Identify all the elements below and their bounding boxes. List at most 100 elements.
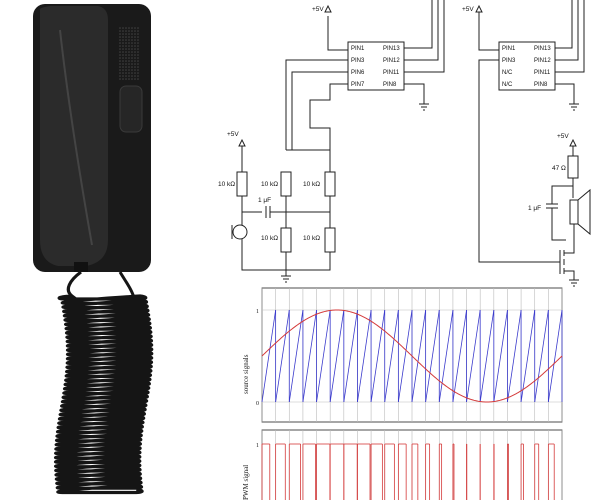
grille-dot <box>125 69 127 71</box>
grille-dot <box>125 63 127 65</box>
grille-dot <box>125 27 127 29</box>
hook-button <box>119 85 143 133</box>
grille-dot <box>134 54 136 56</box>
sawtooth-ramp <box>343 309 358 403</box>
sawtooth-ramp <box>302 309 317 403</box>
grille-dot <box>131 54 133 56</box>
grille-dot <box>131 63 133 65</box>
supply-label-left: +5V <box>227 131 239 138</box>
grille-dot <box>137 66 139 68</box>
grille-dot <box>137 27 139 29</box>
grille-dot <box>122 30 124 32</box>
grille-dot <box>131 45 133 47</box>
grille-dot <box>131 75 133 77</box>
speaker-icon <box>569 199 579 225</box>
left-chip <box>347 41 405 91</box>
grille-dot <box>137 57 139 59</box>
grille-dot <box>128 27 130 29</box>
grille-dot <box>134 78 136 80</box>
grille-dot <box>119 33 121 35</box>
grille-dot <box>134 33 136 35</box>
cord-lead <box>118 271 136 299</box>
grille-dot <box>119 42 121 44</box>
grille-dot <box>119 36 121 38</box>
y-axis-label: PWM signal <box>242 465 250 500</box>
grille-dot <box>125 42 127 44</box>
grille-dot <box>125 66 127 68</box>
grille-dot <box>125 57 127 59</box>
speaker-grille-icon <box>119 27 139 80</box>
grille-dot <box>134 30 136 32</box>
grille-dot <box>122 27 124 29</box>
grille-dot <box>122 42 124 44</box>
grille-dot <box>122 75 124 77</box>
grille-dot <box>125 33 127 35</box>
chip-pin-label: PIN11 <box>534 70 551 76</box>
grille-dot <box>137 78 139 80</box>
grille-dot <box>131 30 133 32</box>
resistor-47 <box>567 155 579 179</box>
y-tick-label: 1 <box>256 309 259 315</box>
resistor-value: 10 kΩ <box>303 235 320 242</box>
resistor-r2 <box>280 171 292 197</box>
grille-dot <box>131 39 133 41</box>
grille-dot <box>125 30 127 32</box>
grille-dot <box>128 69 130 71</box>
grille-dot <box>125 45 127 47</box>
sawtooth-ramp <box>425 309 440 403</box>
grille-dot <box>137 36 139 38</box>
grille-dot <box>125 78 127 80</box>
grille-dot <box>122 57 124 59</box>
grille-dot <box>131 48 133 50</box>
chip-pin-label: PIN1 <box>502 46 516 52</box>
right-chip <box>498 41 556 91</box>
chip-pin-label: PIN12 <box>534 58 551 64</box>
grille-dot <box>128 45 130 47</box>
grille-dot <box>134 51 136 53</box>
handset-highlight <box>59 29 93 246</box>
grille-dot <box>137 33 139 35</box>
chip-pin-label: PIN1 <box>351 46 365 52</box>
chip-pin-label: PIN8 <box>383 82 397 88</box>
grille-dot <box>137 75 139 77</box>
supply-label-right-top: +5V <box>462 6 474 13</box>
grille-dot <box>125 72 127 74</box>
chip-pin-label: N/C <box>502 82 513 88</box>
sawtooth-ramp <box>493 309 508 403</box>
grille-dot <box>125 75 127 77</box>
grille-dot <box>122 45 124 47</box>
grille-dot <box>119 48 121 50</box>
chip-pin-label: PIN6 <box>351 70 365 76</box>
grille-dot <box>122 63 124 65</box>
grille-dot <box>128 39 130 41</box>
grille-dot <box>128 78 130 80</box>
source-signals-chart: 1 0 source signals <box>242 287 563 423</box>
grille-dot <box>128 48 130 50</box>
grille-dot <box>125 48 127 50</box>
grille-dot <box>119 54 121 56</box>
grille-dot <box>119 60 121 62</box>
sawtooth-ramp <box>370 309 386 403</box>
grille-dot <box>134 60 136 62</box>
grille-dot <box>137 45 139 47</box>
resistor-value: 10 kΩ <box>218 181 235 188</box>
grille-dot <box>119 45 121 47</box>
sawtooth-ramp <box>438 309 454 403</box>
grille-dot <box>119 72 121 74</box>
grille-dot <box>137 39 139 41</box>
grille-dot <box>119 57 121 59</box>
grille-dot <box>128 54 130 56</box>
resistor-r1 <box>236 171 248 197</box>
grille-dot <box>131 33 133 35</box>
grille-dot <box>122 60 124 62</box>
sawtooth-ramp <box>411 309 427 403</box>
grille-dot <box>128 57 130 59</box>
grille-dot <box>128 33 130 35</box>
chip-pin-label: PIN11 <box>383 70 400 76</box>
grille-dot <box>119 78 121 80</box>
grille-dot <box>137 51 139 53</box>
grille-dot <box>128 36 130 38</box>
grille-dot <box>122 33 124 35</box>
sawtooth-ramp <box>357 309 372 403</box>
chip-pin-label: PIN13 <box>534 46 551 52</box>
